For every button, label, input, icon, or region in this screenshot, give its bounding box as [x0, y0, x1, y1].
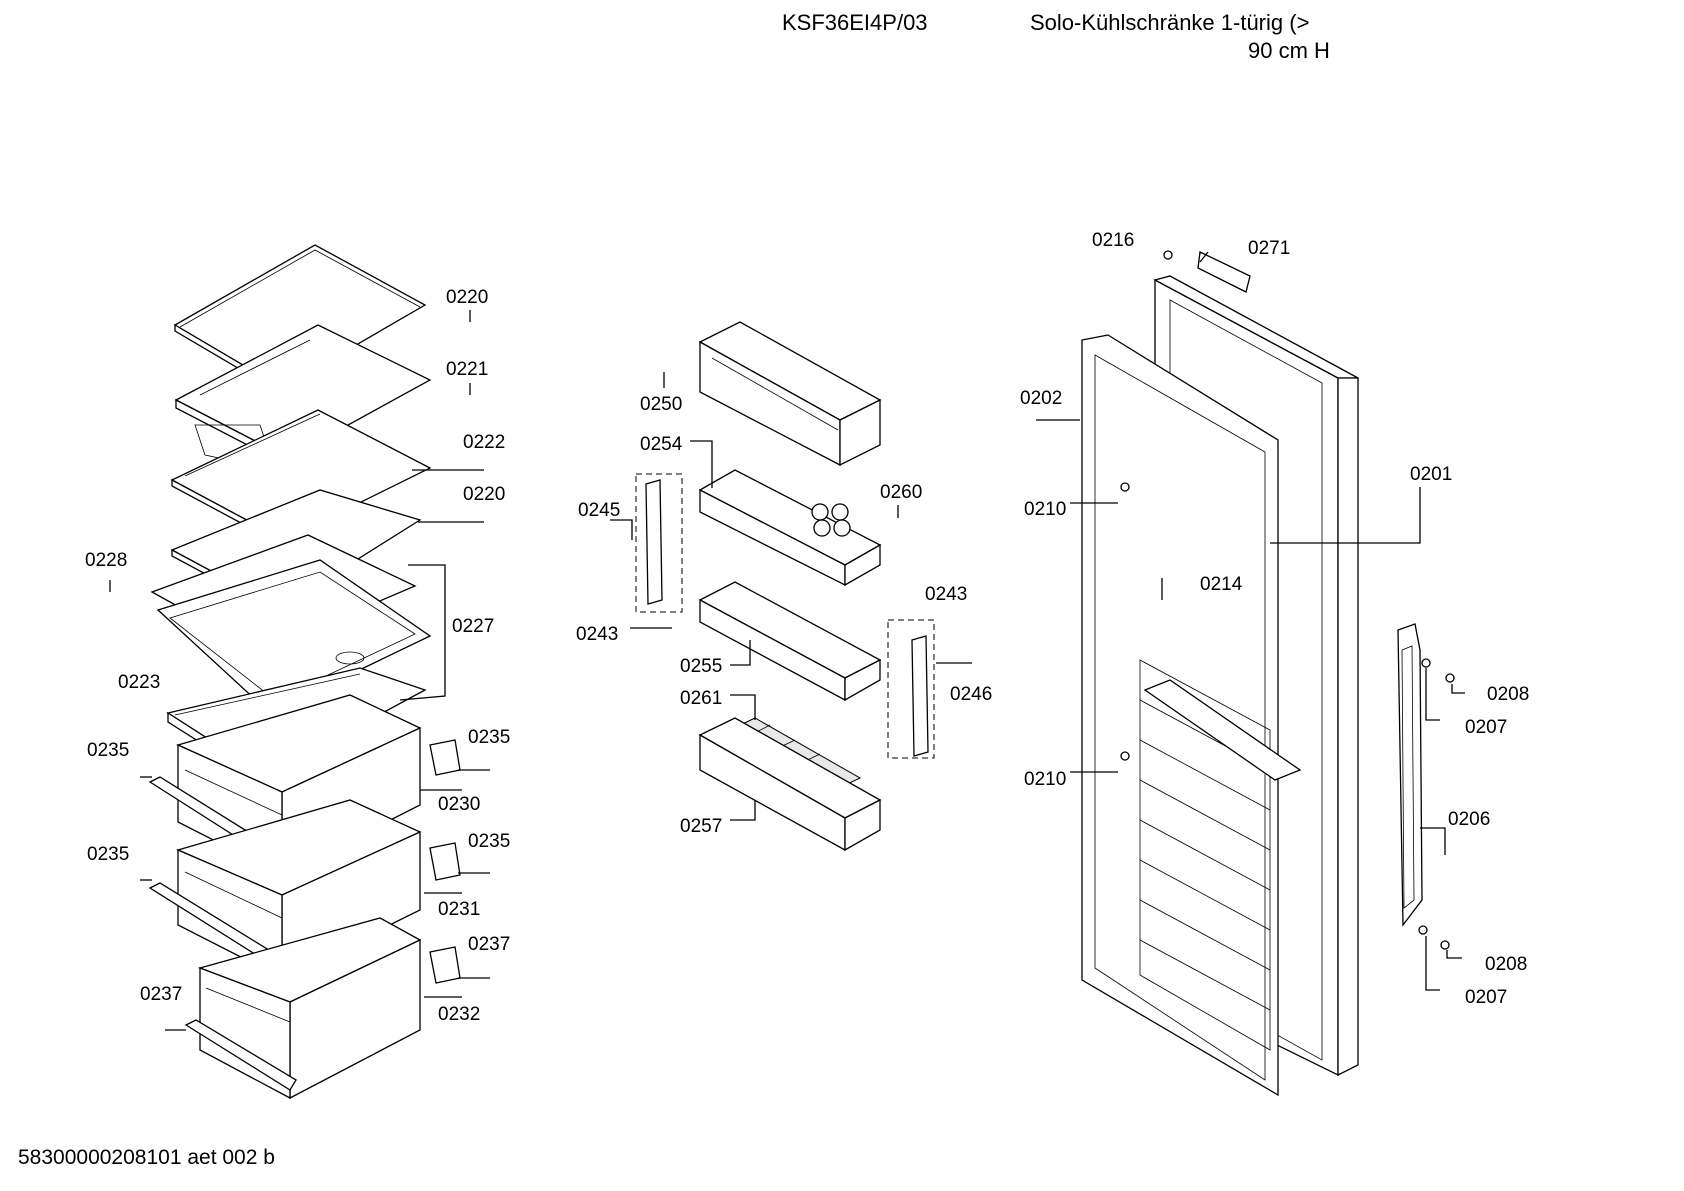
callout-0255: 0255	[680, 656, 722, 677]
callout-0261: 0261	[680, 688, 722, 709]
callout-0237-right: 0237	[468, 934, 510, 955]
rail-0237	[184, 946, 461, 1091]
callout-0220-top: 0220	[446, 287, 488, 308]
screw-0210-upper	[1120, 482, 1130, 492]
callout-0216: 0216	[1092, 230, 1134, 251]
callout-0243-right: 0243	[925, 584, 967, 605]
screw-0210-lower	[1120, 751, 1130, 761]
callout-0222: 0222	[463, 432, 505, 453]
handle-0206	[1397, 623, 1423, 927]
callout-0235-right-upper: 0235	[468, 727, 510, 748]
hinge-strip-0245	[635, 473, 683, 613]
screw-0207-upper	[1421, 658, 1431, 668]
callout-0214: 0214	[1200, 574, 1243, 595]
glass-plate-0227	[150, 534, 432, 714]
callout-0201: 0201	[1410, 464, 1452, 485]
callout-0260: 0260	[880, 482, 922, 503]
butter-compartment-0250	[698, 321, 882, 467]
callout-0232: 0232	[438, 1004, 480, 1025]
callout-0223: 0223	[118, 672, 160, 693]
callout-0210-upper: 0210	[1024, 499, 1066, 520]
screw-0207-lower	[1418, 925, 1428, 935]
screw-0208-lower	[1440, 940, 1450, 950]
callout-0235-left-upper: 0235	[87, 740, 129, 761]
callout-0220-lower: 0220	[463, 484, 505, 505]
screw-0216	[1163, 250, 1173, 260]
door-bin-0254	[698, 469, 882, 587]
nameplate-0271	[1197, 251, 1251, 293]
callout-0202: 0202	[1020, 388, 1062, 409]
callout-0227: 0227	[452, 616, 494, 637]
callout-0235-right-lower: 0235	[468, 831, 510, 852]
callout-0206: 0206	[1448, 809, 1490, 830]
description-line-2: 90 cm H	[1248, 38, 1330, 63]
callout-0228: 0228	[85, 550, 127, 571]
callout-0221: 0221	[446, 359, 488, 380]
callout-0257: 0257	[680, 816, 722, 837]
callout-0210-lower: 0210	[1024, 769, 1066, 790]
document-code: 58300000208101 aet 002 b	[18, 1146, 275, 1169]
callout-0208-upper: 0208	[1487, 684, 1529, 705]
callout-0207-upper: 0207	[1465, 717, 1507, 738]
callout-0250: 0250	[640, 394, 682, 415]
door-bin-0255	[698, 581, 882, 702]
callout-0246: 0246	[950, 684, 992, 705]
callout-0245: 0245	[578, 500, 620, 521]
callout-0235-left-lower: 0235	[87, 844, 129, 865]
callout-0208-lower: 0208	[1485, 954, 1527, 975]
callout-0237-left: 0237	[140, 984, 182, 1005]
callout-0230: 0230	[438, 794, 480, 815]
callout-0231: 0231	[438, 899, 480, 920]
door-bin-0257	[698, 717, 882, 852]
hinge-cover-0214	[1143, 679, 1302, 781]
callout-0271: 0271	[1248, 238, 1290, 259]
callout-0207-lower: 0207	[1465, 987, 1507, 1008]
screw-0208-upper	[1445, 673, 1455, 683]
description-line-1: Solo-Kühlschränke 1-türig (>	[1030, 10, 1310, 35]
callout-0254: 0254	[640, 434, 683, 455]
callout-0243-left: 0243	[576, 624, 618, 645]
model-number: KSF36EI4P/03	[782, 10, 928, 35]
hinge-strip-0246	[887, 619, 935, 759]
